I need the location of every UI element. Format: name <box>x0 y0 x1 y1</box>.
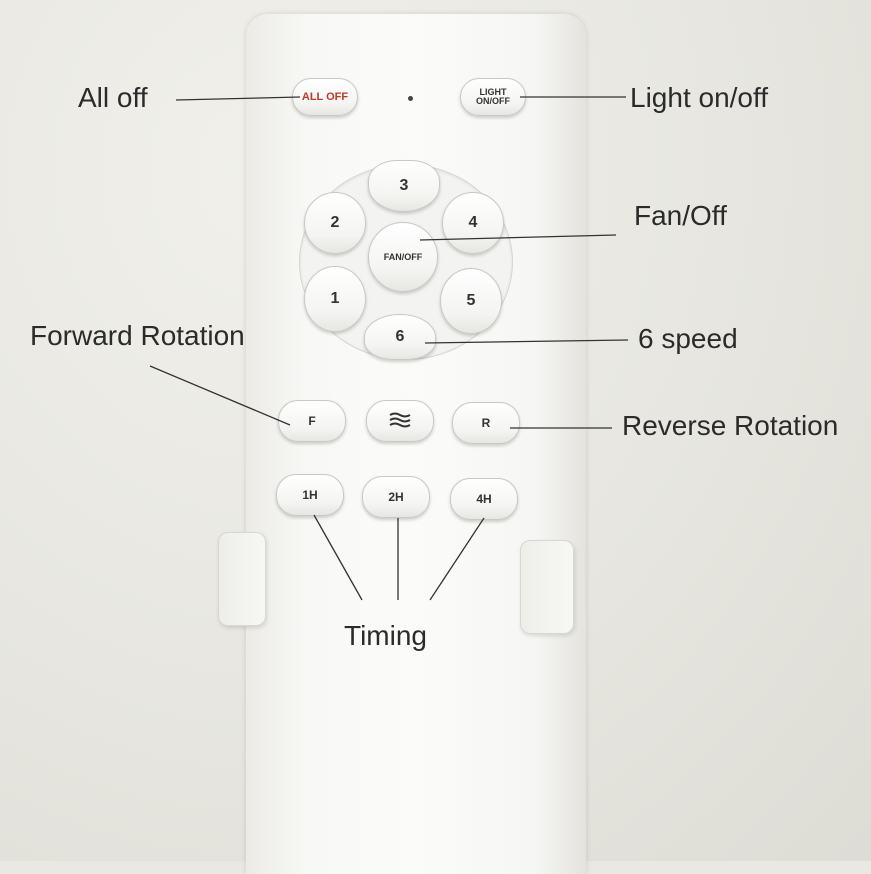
line-all-off <box>175 96 301 101</box>
label-speed: 6 speed <box>638 323 738 354</box>
speed-1-button[interactable]: 1 <box>304 266 366 332</box>
all-off-button-label: ALL OFF <box>301 91 349 103</box>
timer-2h-button[interactable]: 2H <box>362 476 430 518</box>
indicator-led <box>408 96 413 101</box>
light-button-label-line2: ON/OFF <box>476 96 510 106</box>
left-clip <box>218 532 266 626</box>
line-speed <box>424 339 629 344</box>
speed-3-label: 3 <box>399 177 409 194</box>
speed-6-label: 6 <box>395 328 405 345</box>
fan-off-button[interactable]: FAN/OFF <box>368 222 438 292</box>
all-off-button[interactable]: ALL OFF <box>292 78 358 116</box>
timer-2h-label: 2H <box>388 490 404 504</box>
light-button-label-line1: LIGHT <box>479 87 507 97</box>
breeze-button[interactable] <box>366 400 434 442</box>
timer-1h-label: 1H <box>302 488 318 502</box>
timer-4h-label: 4H <box>476 492 492 506</box>
label-fan-off: Fan/Off <box>634 200 727 231</box>
line-timing-1 <box>313 514 363 601</box>
line-forward <box>149 365 291 426</box>
forward-label: F <box>308 414 316 428</box>
speed-2-button[interactable]: 2 <box>304 192 366 254</box>
reverse-label: R <box>481 416 491 430</box>
forward-button[interactable]: F <box>278 400 346 442</box>
speed-4-label: 4 <box>468 214 478 231</box>
speed-5-button[interactable]: 5 <box>440 268 502 334</box>
label-light: Light on/off <box>630 82 769 113</box>
speed-5-label: 5 <box>466 292 476 309</box>
fan-off-label: FAN/OFF <box>383 252 423 262</box>
label-forward: Forward Rotation <box>30 320 245 351</box>
speed-1-label: 1 <box>330 290 340 307</box>
line-fan-off <box>419 234 617 241</box>
timer-1h-button[interactable]: 1H <box>276 474 344 516</box>
remote-control-body <box>246 14 586 874</box>
speed-2-label: 2 <box>330 214 340 231</box>
label-timing: Timing <box>344 620 427 651</box>
speed-3-button[interactable]: 3 <box>368 160 440 212</box>
speed-4-button[interactable]: 4 <box>442 192 504 254</box>
label-reverse: Reverse Rotation <box>622 410 839 441</box>
label-all-off: All off <box>78 82 148 113</box>
wave-icon <box>387 411 413 432</box>
reverse-button[interactable]: R <box>452 402 520 444</box>
right-clip <box>520 540 574 634</box>
line-timing-3 <box>429 517 485 601</box>
speed-6-button[interactable]: 6 <box>364 314 436 360</box>
timer-4h-button[interactable]: 4H <box>450 478 518 520</box>
